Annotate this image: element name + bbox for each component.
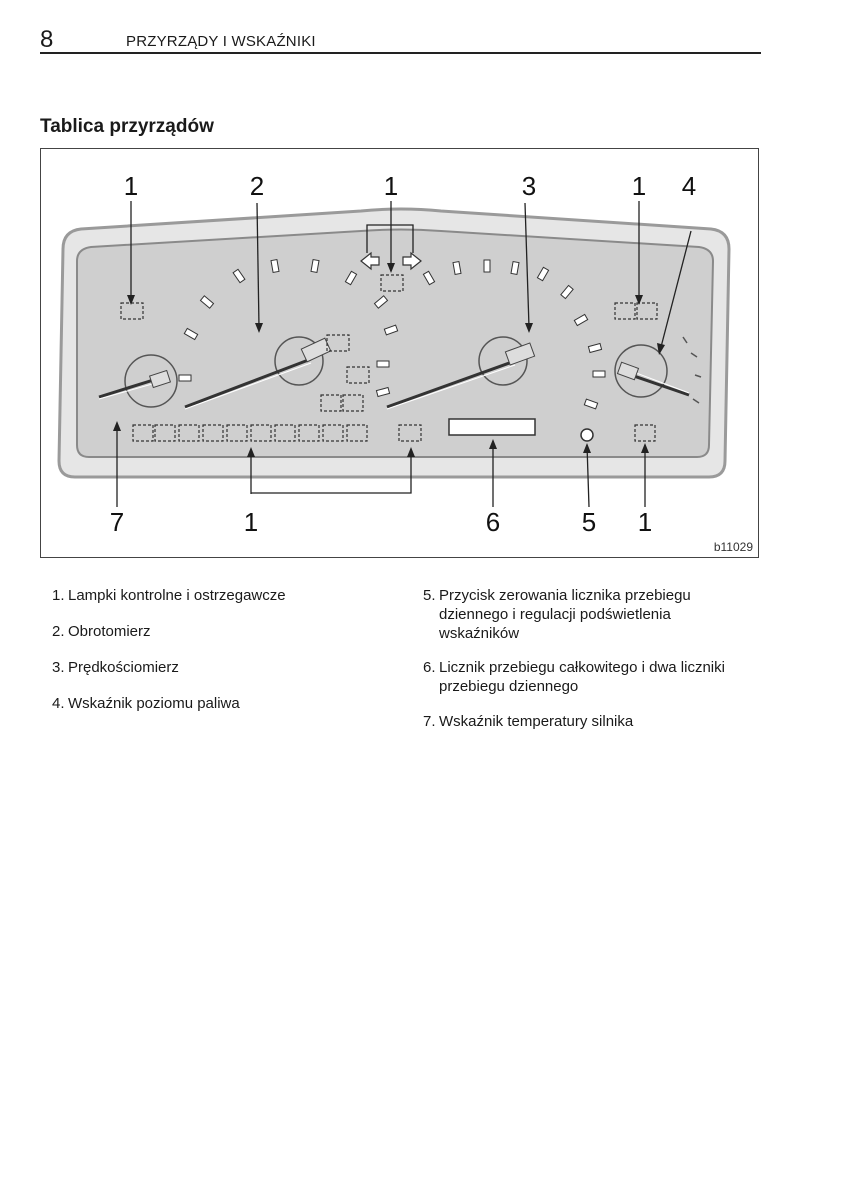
header-rule [40, 52, 761, 54]
figure-code: b11029 [714, 540, 753, 554]
legend-number: 1. [52, 587, 65, 604]
legend-number: 2. [52, 623, 65, 640]
callout-top-6: 4 [682, 171, 696, 201]
callout-arrowheads [113, 263, 665, 457]
callout-bottom-3: 6 [486, 507, 500, 537]
legend-number: 4. [52, 695, 65, 712]
fuel-gauge [614, 336, 702, 404]
legend-number: 7. [423, 713, 436, 730]
page-title: Tablica przyrządów [40, 116, 214, 137]
instrument-panel-illustration: 1 2 1 3 1 4 7 1 6 5 1 b11029 [57, 171, 753, 554]
odometer-display [448, 418, 536, 436]
warning-lamps [120, 274, 658, 442]
callout-top-2: 2 [250, 171, 264, 201]
section-header: PRZYRZĄDY I WSKAŹNIKI [126, 33, 316, 50]
callout-bottom-2: 1 [244, 507, 258, 537]
speedometer [386, 336, 536, 410]
legend-number: 6. [423, 659, 436, 676]
callout-top-1: 1 [124, 171, 138, 201]
turn-signal-arrows [360, 251, 422, 271]
callout-bottom-5: 1 [638, 507, 652, 537]
legend-text: Prędkościomierz [68, 659, 179, 676]
cluster-bezel [76, 228, 715, 458]
page-number: 8 [40, 26, 54, 53]
legend-text: Wskaźnik poziomu paliwa [68, 695, 240, 712]
legend-number: 3. [52, 659, 65, 676]
callout-leaders [116, 201, 692, 508]
callout-bottom-4: 5 [582, 507, 596, 537]
trip-reset-knob [580, 428, 594, 442]
callout-bottom-1: 7 [110, 507, 124, 537]
legend-text: Obrotomierz [68, 623, 151, 640]
callout-top-3: 1 [384, 171, 398, 201]
gauge-scale-marks [178, 258, 606, 410]
callout-top-4: 3 [522, 171, 536, 201]
instrument-panel-figure: 1 2 1 3 1 4 7 1 6 5 1 b11029 [40, 148, 759, 558]
legend-text: Licznik przebiegu całkowitego i dwa licz… [439, 659, 725, 695]
legend-text: Przycisk zerowania licznika przebiegu dz… [439, 587, 691, 642]
legend-text: Lampki kontrolne i ostrzegawcze [68, 587, 286, 604]
legend-number: 5. [423, 587, 436, 604]
callout-top-5: 1 [632, 171, 646, 201]
temperature-gauge [98, 354, 178, 408]
tachometer [184, 336, 332, 410]
legend-text: Wskaźnik temperatury silnika [439, 713, 634, 730]
